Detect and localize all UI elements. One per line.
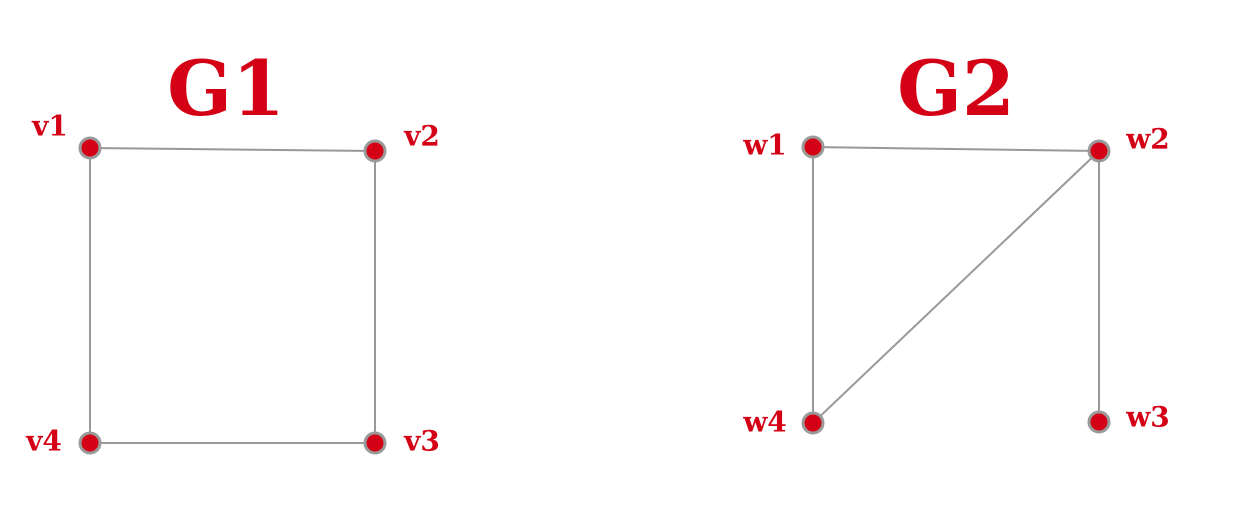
node-label-v4: v4 (25, 425, 62, 458)
node-w4 (801, 411, 825, 435)
node-label-w2: w2 (1125, 123, 1170, 156)
node-w3 (1087, 410, 1111, 434)
edge-w2-w4 (812, 150, 1100, 424)
graph-g1: G1 v1 v2 v3 v4 (25, 44, 440, 458)
edge-w1-w2 (812, 146, 1100, 152)
labels-g2: w1 w2 w3 w4 (742, 123, 1170, 439)
edges-g2 (812, 146, 1100, 424)
node-label-w1: w1 (742, 129, 787, 162)
node-v4 (78, 431, 102, 455)
node-w1 (801, 135, 825, 159)
edges-g1 (89, 147, 376, 444)
node-v3 (363, 431, 387, 455)
graph-title-g2: G2 (897, 44, 1015, 133)
labels-g1: v1 v2 v3 v4 (25, 110, 440, 458)
nodes-g2 (801, 135, 1111, 435)
graph-title-g1: G1 (167, 44, 285, 133)
graph-g2: G2 w1 w2 w3 w4 (742, 44, 1170, 439)
nodes-g1 (78, 136, 387, 455)
node-label-w3: w3 (1125, 401, 1170, 434)
node-label-v1: v1 (31, 110, 68, 143)
node-v2 (363, 139, 387, 163)
node-label-v3: v3 (403, 425, 440, 458)
node-w2 (1087, 139, 1111, 163)
node-label-w4: w4 (742, 406, 787, 439)
node-v1 (78, 136, 102, 160)
edge-v1-v2 (89, 147, 376, 152)
node-label-v2: v2 (403, 120, 440, 153)
